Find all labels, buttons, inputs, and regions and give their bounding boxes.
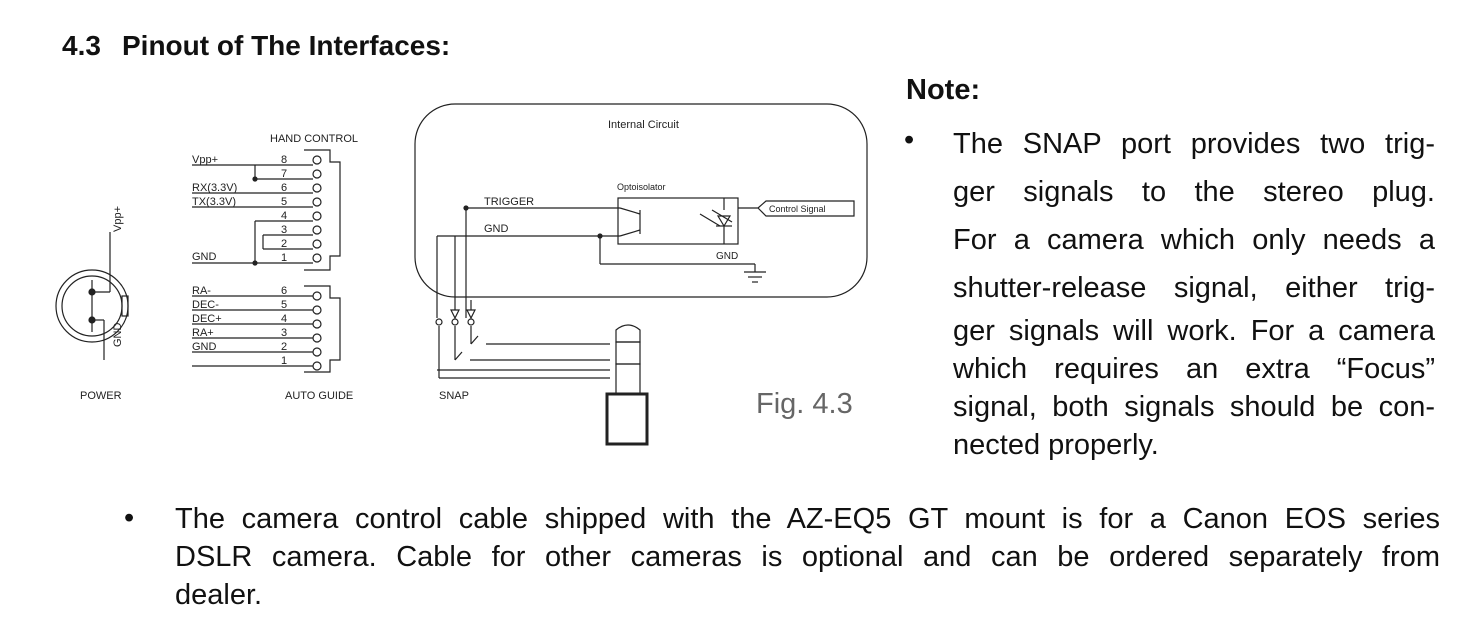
hc-signal-tx: TX(3.3V) [192, 196, 236, 208]
paragraph-text: The camera control cable shipped with th… [175, 500, 1440, 614]
auto-guide-title: AUTO GUIDE [285, 390, 353, 402]
ag-pin-2: 2 [281, 341, 287, 353]
figure-caption: Fig. 4.3 [756, 388, 853, 420]
paragraph-bullet: • [124, 502, 135, 534]
internal-circuit-label: Internal Circuit [608, 119, 679, 131]
ag-signal-dec-plus: DEC+ [192, 313, 222, 325]
hand-control-title: HAND CONTROL [270, 133, 358, 145]
paragraph-line: DSLR camera. Cable for other cameras is … [175, 541, 1440, 573]
section-heading: 4.3 Pinout of The Interfaces: [62, 30, 450, 62]
internal-circuit-box [414, 103, 868, 318]
note-line: nected properly. [953, 429, 1159, 461]
note-text: The SNAP port provides two trig- ger sig… [953, 120, 1435, 464]
section-title: Pinout of The Interfaces: [122, 30, 451, 61]
note-line: For a camera which only needs a [953, 224, 1435, 256]
optoisolator-label: Optoisolator [617, 182, 666, 192]
power-gnd-label: GND [112, 323, 124, 348]
snap-contacts [435, 236, 610, 379]
note-line: The SNAP port provides two trig- [953, 128, 1435, 160]
auto-guide-jack [192, 285, 341, 373]
power-vpp-label: Vpp+ [112, 206, 124, 232]
snap-label: SNAP [439, 390, 469, 402]
hc-signal-vpp: Vpp+ [192, 154, 218, 166]
hc-pin-5: 5 [281, 196, 287, 208]
ag-pin-3: 3 [281, 327, 287, 339]
hc-pin-2: 2 [281, 238, 287, 250]
note-heading: Note: [906, 74, 981, 106]
note-line: signal, both signals should be con- [953, 391, 1435, 423]
ag-signal-ra-minus: RA- [192, 285, 211, 297]
ag-signal-gnd: GND [192, 341, 217, 353]
control-signal-label: Control Signal [769, 204, 826, 214]
section-number: 4.3 [62, 30, 101, 61]
ag-pin-5: 5 [281, 299, 287, 311]
note-line: ger signals to the stereo plug. [953, 176, 1435, 208]
trigger-label: TRIGGER [484, 196, 534, 208]
hc-pin-1: 1 [281, 252, 287, 264]
ag-signal-dec-minus: DEC- [192, 299, 219, 311]
hc-pin-4: 4 [281, 210, 287, 222]
hc-pin-7: 7 [281, 168, 287, 180]
hc-signal-rx: RX(3.3V) [192, 182, 237, 194]
ag-signal-ra-plus: RA+ [192, 327, 214, 339]
ag-pin-4: 4 [281, 313, 287, 325]
paragraph-line: dealer. [175, 579, 263, 611]
paragraph-line: The camera control cable shipped with th… [175, 503, 1440, 535]
gnd-ground-label: GND [716, 251, 738, 262]
hc-signal-gnd: GND [192, 251, 217, 263]
power-connector [55, 232, 129, 360]
ag-pin-1: 1 [281, 355, 287, 367]
note-line: shutter-release signal, either trig- [953, 272, 1435, 304]
power-label: POWER [80, 390, 122, 402]
note-line: which requires an extra “Focus” [953, 353, 1435, 385]
gnd-label: GND [484, 223, 509, 235]
hc-pin-3: 3 [281, 224, 287, 236]
note-line: ger signals will work. For a camera [953, 315, 1435, 347]
note-bullet: • [904, 124, 915, 156]
hc-pin-8: 8 [281, 154, 287, 166]
hand-control-jack [192, 149, 341, 271]
ag-pin-6: 6 [281, 285, 287, 297]
hc-pin-6: 6 [281, 182, 287, 194]
stereo-plug [605, 324, 649, 446]
